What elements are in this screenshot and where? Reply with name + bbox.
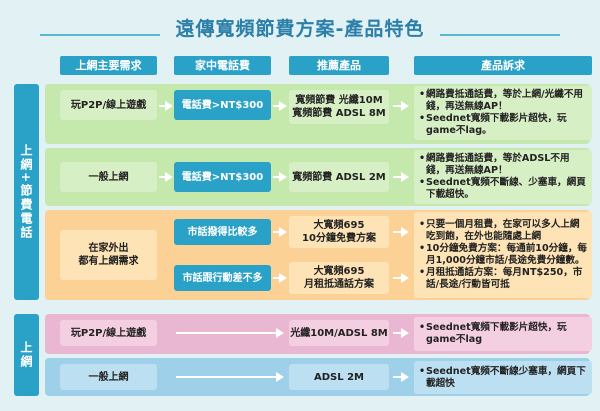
claim-item: 網路費抵通話費，等於上網/光纖不用錢，再送無線AP！ xyxy=(419,89,587,113)
header-need: 上網主要需求 xyxy=(60,56,157,75)
arrow-right-icon xyxy=(393,372,409,382)
arrow-right-icon xyxy=(159,101,173,111)
claim-item: Seednet寬頻下載影片超快，玩game不lag xyxy=(419,322,587,346)
phone-landline-mobile-equal: 市話跟行動差不多 xyxy=(174,265,271,291)
header-product: 推薦產品 xyxy=(289,56,389,75)
arrow-right-icon xyxy=(393,172,409,182)
arrow-right-icon xyxy=(393,227,409,237)
product-text: 大寬頻695 月租抵通話方案 xyxy=(304,266,374,290)
claims-r4: Seednet寬頻下載影片超快，玩game不lag xyxy=(414,317,592,351)
claim-item: Seednet寬頻不斷線少塞車，網頁下載超快 xyxy=(419,366,587,390)
header-claim: 產品訴求 xyxy=(414,56,592,75)
product-fiber-adsl-8m: 光纖10M/ADSL 8M xyxy=(289,320,389,346)
claim-item: 網路費抵通話費，等於ADSL不用錢，再送無線AP！ xyxy=(419,153,587,177)
page-title: 遠傳寬頻節費方案-產品特色 xyxy=(175,18,425,40)
arrow-right-icon xyxy=(393,328,409,338)
product-695-10min: 大寬頻695 10分鐘免費方案 xyxy=(289,216,389,248)
phone-bill-over-300: 電話費>NT$300 xyxy=(174,162,271,192)
product-text: 寬頻節費 光纖10M 寬頻節費 ADSL 8M xyxy=(292,95,386,119)
claims-r3: 只要一個月租費，在家可以多人上網吃到飽，在外也能隨處上網10分鐘免費方案：每通前… xyxy=(414,212,592,298)
claims-r1: 網路費抵通話費，等於上網/光纖不用錢，再送無線AP！Seednet寬頻下載影片超… xyxy=(414,86,592,140)
need-home-and-outdoor: 在家外出 都有上網需求 xyxy=(60,230,157,280)
arrow-right-icon xyxy=(273,273,287,283)
claim-item: 只要一個月租費，在家可以多人上網吃到飽，在外也能隨處上網 xyxy=(419,219,587,243)
arrow-right-icon xyxy=(176,328,284,338)
claim-item: Seednet寬頻下載影片超快，玩game不lag。 xyxy=(419,113,587,137)
side-label-internet: 上網 xyxy=(14,314,39,396)
header-phone: 家中電話費 xyxy=(174,56,271,75)
need-text: 在家外出 都有上網需求 xyxy=(78,243,139,267)
arrow-right-icon xyxy=(176,372,284,382)
need-general: 一般上網 xyxy=(60,364,157,390)
product-695-rent-offset: 大寬頻695 月租抵通話方案 xyxy=(289,262,389,294)
title-underline-right xyxy=(440,34,560,36)
product-text: 大寬頻695 10分鐘免費方案 xyxy=(302,220,376,244)
arrow-right-icon xyxy=(273,101,287,111)
product-adsl-2m: 寬頻節費 ADSL 2M xyxy=(289,162,389,192)
product-fiber-adsl: 寬頻節費 光纖10M 寬頻節費 ADSL 8M xyxy=(289,90,389,124)
phone-more-landline: 市話撥得比較多 xyxy=(174,219,271,245)
claim-item: 10分鐘免費方案：每通前10分鐘，每月1,000分鐘市話/長途免費分鐘數。 xyxy=(419,243,587,267)
phone-bill-over-300: 電話費>NT$300 xyxy=(174,90,271,120)
arrow-right-icon xyxy=(159,172,173,182)
need-p2p-gaming: 玩P2P/線上遊戲 xyxy=(60,320,157,346)
arrow-right-icon xyxy=(273,227,287,237)
product-adsl-2m: ADSL 2M xyxy=(289,364,389,390)
claim-item: Seednet寬頻不斷線、少塞車，網頁下載超快。 xyxy=(419,177,587,201)
need-p2p-gaming: 玩P2P/線上遊戲 xyxy=(60,90,157,120)
claims-r2: 網路費抵通話費，等於ADSL不用錢，再送無線AP！Seednet寬頻不斷線、少塞… xyxy=(414,150,592,204)
arrow-right-icon xyxy=(393,101,409,111)
claim-item: 月租抵通話方案：每月NT$250，市話/長途/行動皆可抵 xyxy=(419,267,587,291)
side-label-internet-phone: 上網+節費電話 xyxy=(14,84,39,300)
need-general: 一般上網 xyxy=(60,162,157,192)
arrow-right-icon xyxy=(273,172,287,182)
claims-r5: Seednet寬頻不斷線少塞車，網頁下載超快 xyxy=(414,361,592,394)
arrow-right-icon xyxy=(393,273,409,283)
title-underline-left xyxy=(40,34,160,36)
